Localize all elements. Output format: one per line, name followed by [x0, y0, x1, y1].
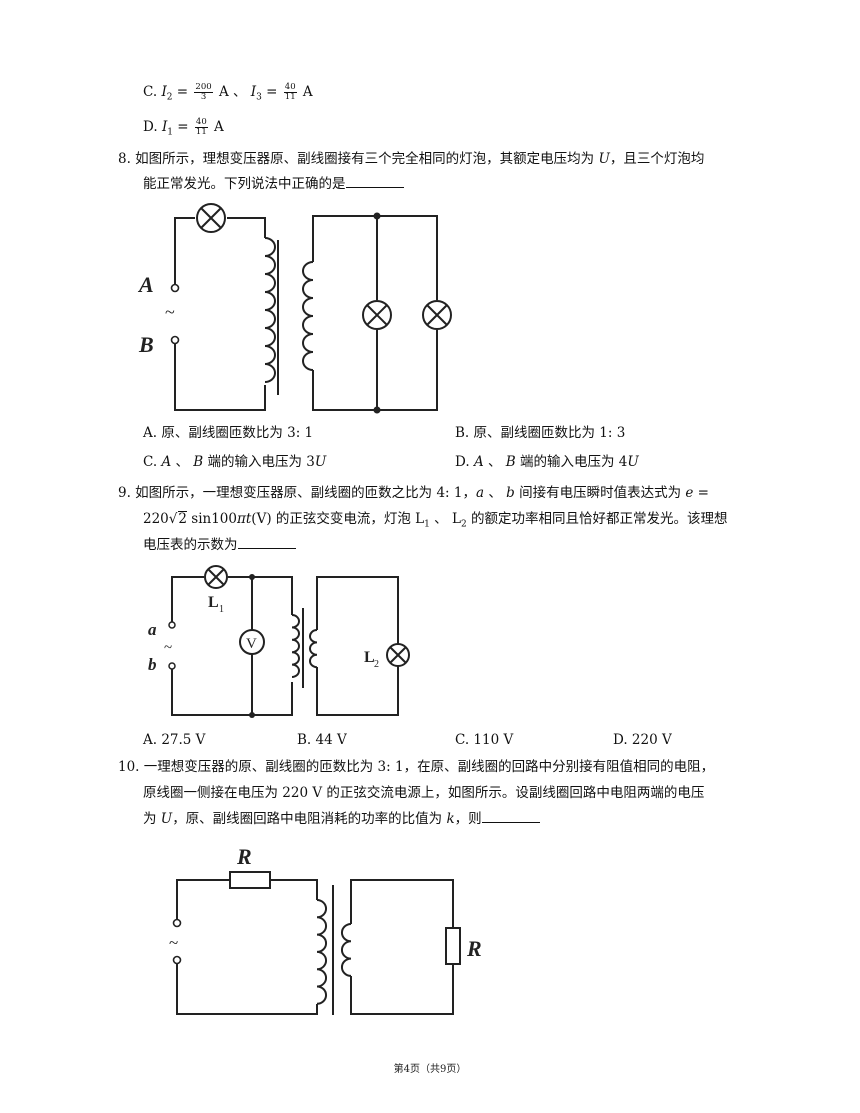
answer-blank	[481, 808, 540, 823]
lamp-icon	[422, 300, 452, 330]
q9-option-d: D. 220 V	[613, 732, 672, 748]
svg-text:2: 2	[374, 659, 379, 670]
ac-source-symbol: ~	[165, 302, 175, 322]
answer-blank	[345, 173, 404, 188]
resistor-label-secondary: R	[466, 936, 482, 961]
terminal-label-a: a	[148, 620, 157, 639]
q8-stem-line1: 8. 如图所示，理想变压器原、副线圈接有三个完全相同的灯泡，其额定电压均为 U，…	[118, 151, 705, 167]
q8-option-a: A. 原、副线圈匝数比为 3: 1	[143, 425, 314, 441]
q8-stem-line2: 能正常发光。下列说法中正确的是	[143, 173, 404, 194]
q10-stem-line1: 10. 一理想变压器的原、副线圈的匝数比为 3: 1，在原、副线圈的回路中分别接…	[118, 759, 715, 775]
ac-source-symbol: ~	[164, 640, 172, 656]
lamp-label-l1: L 1	[208, 594, 224, 615]
q9-stem-line1: 9. 如图所示，一理想变压器原、副线圈的匝数之比为 4: 1，a 、 b 间接有…	[118, 485, 709, 501]
q8-circuit-diagram: A ~ B	[137, 203, 452, 414]
answer-blank	[237, 534, 296, 549]
q8-option-b: B. 原、副线圈匝数比为 1: 3	[455, 425, 626, 441]
q10-stem-line2: 原线圈一侧接在电压为 220 V 的正弦交流电源上，如图所示。设副线圈回路中电阻…	[143, 785, 705, 801]
terminal-label-b: b	[148, 655, 157, 674]
q9-stem-line2: 220√2 sin100πt(V) 的正弦交变电流，灯泡 L1 、 L2 的额定…	[143, 511, 728, 530]
resistor-icon	[229, 871, 271, 889]
resistor-label-primary: R	[236, 844, 252, 869]
voltmeter-icon: V	[239, 629, 265, 655]
lamp-icon	[386, 643, 410, 667]
lamp-icon	[362, 300, 392, 330]
q9-option-a: A. 27.5 V	[143, 732, 206, 748]
terminal-label-b: B	[138, 332, 154, 357]
resistor-icon	[445, 927, 461, 965]
q9-option-c: C. 110 V	[455, 732, 514, 748]
q9-circuit-diagram: V a ~ b L 1 L 2	[148, 565, 410, 718]
terminal-label-a: A	[137, 272, 154, 297]
ac-source-symbol: ~	[169, 933, 178, 952]
lamp-icon	[196, 203, 226, 233]
svg-text:L: L	[208, 594, 219, 611]
q8-option-c: C. A 、 B 端的输入电压为 3U	[143, 454, 327, 470]
svg-text:1: 1	[219, 604, 224, 615]
q9-stem-line3: 电压表的示数为	[143, 534, 296, 555]
q10-stem-line3: 为 U，原、副线圈回路中电阻消耗的功率的比值为 k，则	[143, 808, 540, 829]
svg-text:L: L	[364, 649, 375, 666]
q9-option-b: B. 44 V	[297, 732, 347, 748]
page-footer: 第4页（共9页）	[393, 1064, 467, 1075]
lamp-label-l2: L 2	[364, 649, 379, 670]
q8-option-d: D. A 、 B 端的输入电压为 4U	[455, 454, 639, 470]
svg-text:V: V	[246, 636, 257, 652]
lamp-icon	[204, 565, 228, 589]
q10-circuit-diagram: ~ R R	[169, 844, 482, 1015]
